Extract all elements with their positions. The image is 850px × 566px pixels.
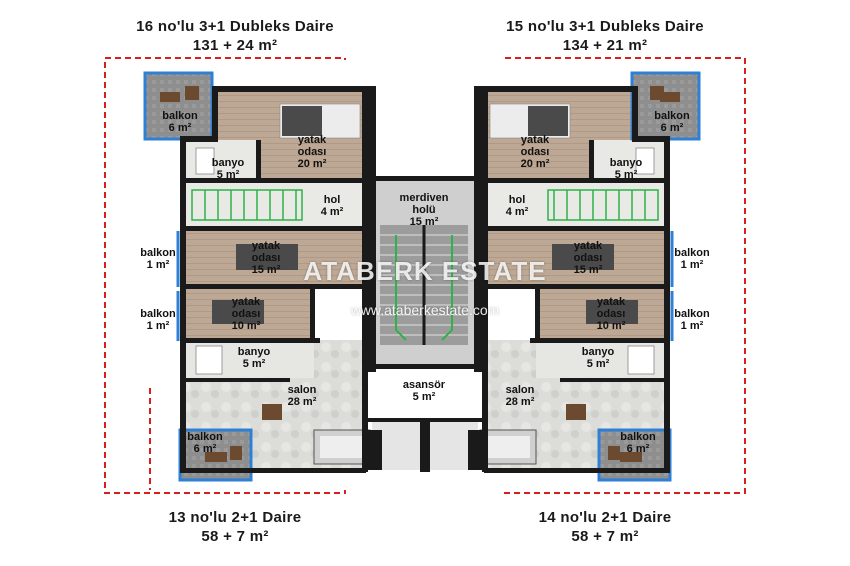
unit-15-name: 15 no'lu 3+1 Dubleks Daire xyxy=(506,18,704,35)
bed-l15 xyxy=(236,244,298,270)
stairs-left xyxy=(191,189,303,221)
unit-14-area: 58 + 7 m² xyxy=(571,528,639,545)
bed-r10 xyxy=(586,300,638,324)
title-unit-14: 14 no'lu 2+1 Daire 58 + 7 m² xyxy=(430,508,780,546)
title-unit-16: 16 no'lu 3+1 Dubleks Daire 131 + 24 m² xyxy=(60,17,410,55)
watermark-brand: ATABERK ESTATE xyxy=(303,256,547,286)
unit-15-area: 134 + 21 m² xyxy=(562,37,648,54)
unit-13-area: 58 + 7 m² xyxy=(201,528,269,545)
balcony-tr xyxy=(630,71,701,141)
unit-16-area: 131 + 24 m² xyxy=(192,37,278,54)
bed-l10 xyxy=(212,300,264,324)
title-unit-13: 13 no'lu 2+1 Daire 58 + 7 m² xyxy=(60,508,410,546)
unit-13-name: 13 no'lu 2+1 Daire xyxy=(168,509,302,526)
unit-14-name: 14 no'lu 2+1 Daire xyxy=(538,509,672,526)
watermark-url: www.ataberkestate.com xyxy=(350,302,500,318)
plot-boundary xyxy=(104,57,346,494)
unit-16-name: 16 no'lu 3+1 Dubleks Daire xyxy=(136,18,334,35)
bed-r15 xyxy=(552,244,614,270)
elevator xyxy=(364,368,486,418)
stairs-right xyxy=(547,189,659,221)
title-unit-15: 15 no'lu 3+1 Dubleks Daire 134 + 21 m² xyxy=(430,17,780,55)
